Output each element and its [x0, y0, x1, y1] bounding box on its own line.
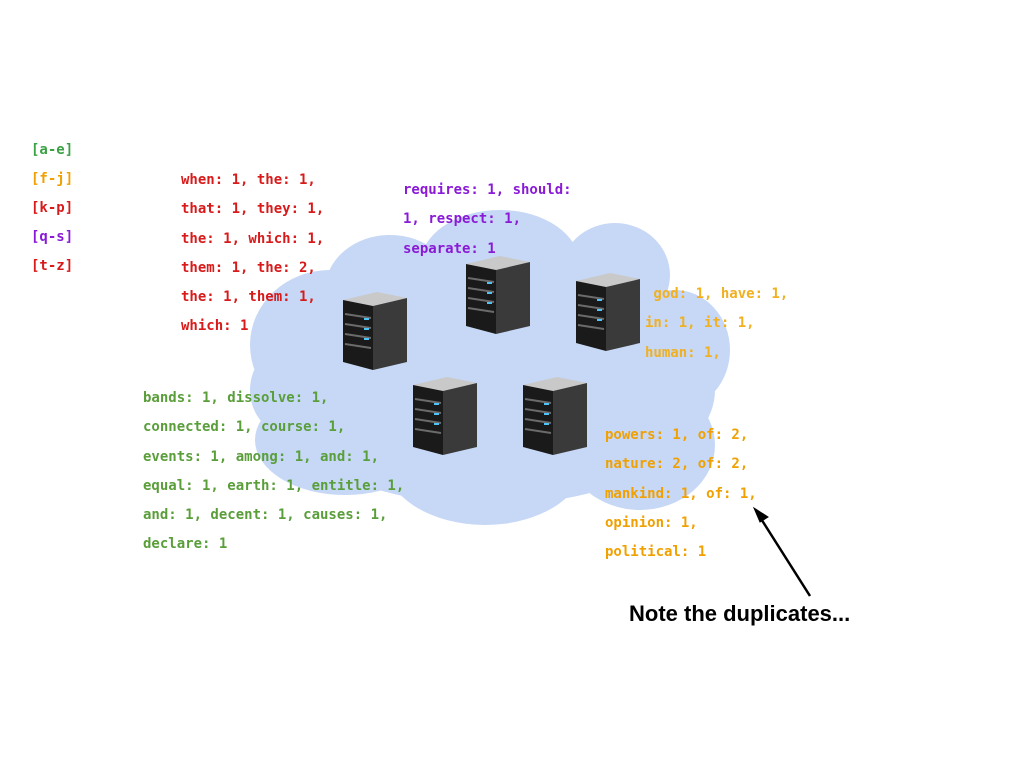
word-count-line: equal: 1, earth: 1, entitle: 1, — [143, 477, 405, 494]
word-count-line: god: 1, have: 1, — [645, 286, 789, 302]
purple-word-counts: requires: 1, should: 1, respect: 1, separa… — [403, 176, 572, 264]
legend-item-q-s: [q-s] — [31, 229, 74, 245]
word-count-line: in: 1, it: 1, — [645, 315, 755, 332]
server-icon — [576, 273, 640, 351]
yellow-word-counts: god: 1, have: 1, in: 1, it: 1, human: 1, — [645, 280, 788, 368]
orange-word-counts: powers: 1, of: 2, nature: 2, of: 2, mankin… — [605, 421, 757, 567]
word-count-line: the: 1, which: 1, — [181, 230, 325, 247]
word-count-line: opinion: 1, — [605, 514, 698, 531]
server-icon — [343, 292, 407, 370]
word-count-line: political: 1 — [605, 544, 707, 561]
word-count-line: separate: 1 — [403, 240, 496, 257]
word-count-line: powers: 1, of: 2, — [605, 427, 749, 443]
server-icon — [466, 256, 530, 334]
server-icon — [523, 377, 587, 455]
word-count-line: mankind: 1, of: 1, — [605, 485, 757, 502]
word-count-line: when: 1, the: 1, — [181, 172, 316, 188]
word-count-line: that: 1, they: 1, — [181, 201, 325, 218]
word-count-line: human: 1, — [645, 344, 721, 361]
word-count-line: and: 1, decent: 1, causes: 1, — [143, 507, 388, 524]
word-count-line: bands: 1, dissolve: 1, — [143, 390, 329, 406]
legend-item-f-j: [f-j] — [31, 171, 74, 187]
word-count-line: connected: 1, course: 1, — [143, 419, 346, 436]
legend-item-k-p: [k-p] — [31, 200, 74, 216]
word-count-line: declare: 1 — [143, 536, 228, 553]
legend-item-a-e: [a-e] — [31, 142, 74, 158]
word-count-line: 1, respect: 1, — [403, 211, 522, 228]
word-count-line: them: 1, the: 2, — [181, 259, 316, 276]
green-word-counts: bands: 1, dissolve: 1, connected: 1, cour… — [143, 384, 404, 560]
red-word-counts: when: 1, the: 1, that: 1, they: 1, the: 1,… — [181, 166, 324, 342]
word-count-line: events: 1, among: 1, and: 1, — [143, 448, 380, 465]
annotation-note: Note the duplicates... — [629, 601, 851, 626]
server-icon — [413, 377, 477, 455]
legend-item-t-z: [t-z] — [31, 258, 74, 274]
word-count-line: the: 1, them: 1, — [181, 289, 316, 306]
word-count-line: requires: 1, should: — [403, 182, 572, 198]
word-count-line: nature: 2, of: 2, — [605, 456, 749, 473]
word-count-line: which: 1 — [181, 318, 249, 335]
